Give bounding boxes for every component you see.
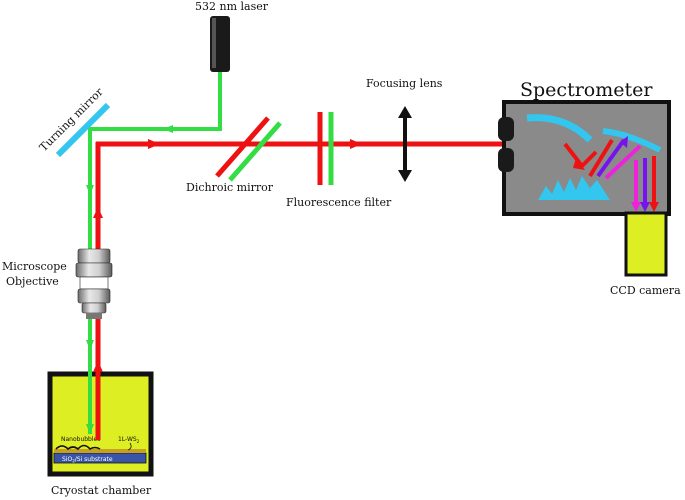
nanobubbles-label: Nanobubbles (61, 436, 100, 443)
ccd-camera: CCD camera (610, 211, 681, 297)
monolayer-pointer (127, 442, 132, 451)
monolayer-label: 1L-WS2 (118, 436, 140, 444)
focusing-lens: Focusing lens (366, 77, 443, 182)
nanobubbles-shape (55, 444, 101, 451)
monolayer-strip (54, 449, 146, 453)
laser-source: 532 nm laser (195, 0, 269, 72)
emission-beam (93, 139, 562, 440)
substrate-label: SiO2/Si substrate (62, 456, 113, 464)
focusing-mirror (602, 128, 662, 153)
objective-label-line2: Objective (6, 275, 59, 288)
spectrometer: Spectrometer (498, 79, 671, 216)
dichroic-mirror-label: Dichroic mirror (186, 181, 274, 194)
dichroic-mirror: Dichroic mirror (186, 116, 282, 194)
focusing-lens-label: Focusing lens (366, 77, 443, 90)
fluorescence-filter: Fluorescence filter (286, 112, 392, 209)
fluorescence-filter-label: Fluorescence filter (286, 196, 392, 209)
spectrometer-label: Spectrometer (520, 79, 653, 101)
objective-label-line1: Microscope (2, 260, 67, 273)
microscope-objective: Microscope Objective (2, 248, 113, 319)
collimating-mirror (526, 114, 593, 143)
cryostat-label: Cryostat chamber (51, 484, 152, 497)
ccd-camera-label: CCD camera (610, 284, 681, 297)
entrance-slit-bottom (498, 148, 514, 172)
entrance-slit-top (498, 117, 514, 141)
laser-label: 532 nm laser (195, 0, 269, 13)
diffraction-grating (538, 176, 610, 200)
